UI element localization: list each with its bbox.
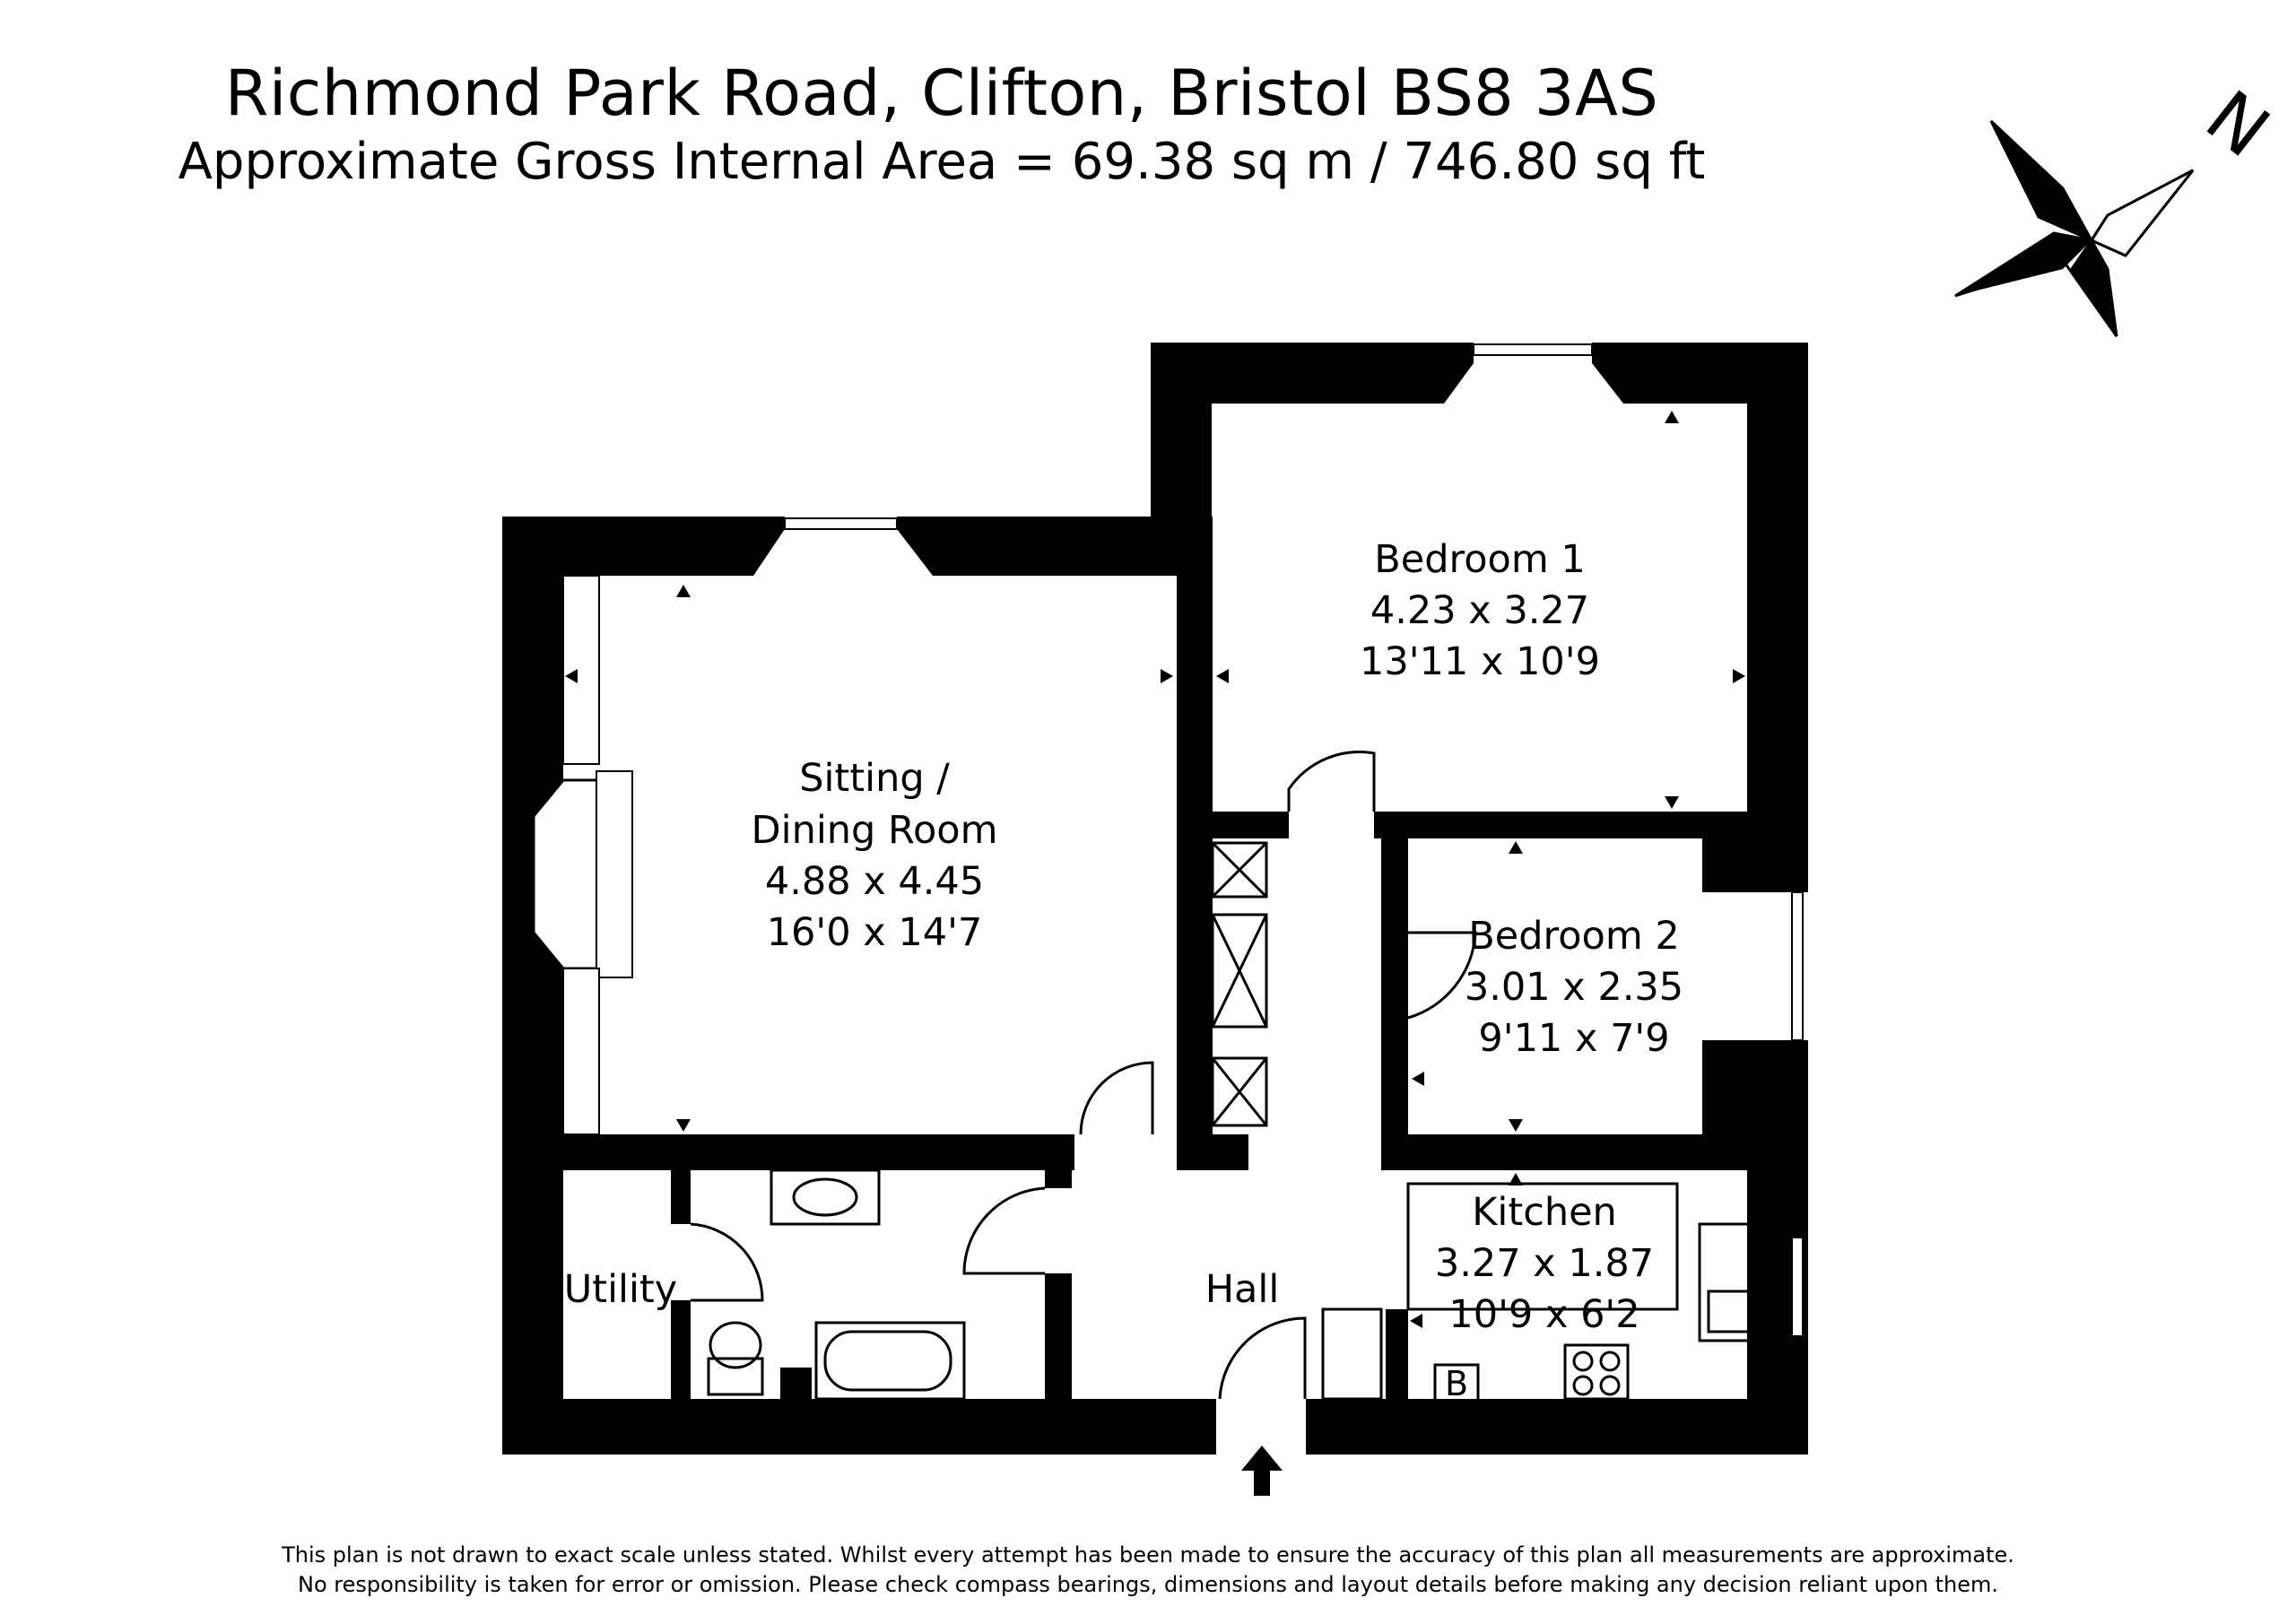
- windows: [532, 343, 1808, 1337]
- boiler-label: B: [1445, 1364, 1468, 1403]
- cupboard-2: [1211, 913, 1268, 1029]
- sink-icon: [1698, 1222, 1769, 1342]
- sitting-name-line1: Sitting /: [799, 756, 950, 801]
- plan-header: Richmond Park Road, Clifton, Bristol BS8…: [0, 56, 1883, 194]
- kitchen-metric: 3.27 x 1.87: [1435, 1241, 1654, 1286]
- north-label: N: [2191, 74, 2284, 173]
- hall-name: Hall: [1205, 1267, 1280, 1312]
- gross-internal-area: Approximate Gross Internal Area = 69.38 …: [178, 133, 1706, 191]
- sitting-name-line2: Dining Room: [752, 808, 998, 853]
- basin-bowl: [792, 1177, 858, 1217]
- property-address: Richmond Park Road, Clifton, Bristol BS8…: [224, 56, 1659, 130]
- counter-unit: [1321, 1307, 1383, 1401]
- compass-rose-icon: N: [1954, 74, 2284, 337]
- basin-icon: [770, 1168, 881, 1226]
- bedroom2-imperial: 9'11 x 7'9: [1478, 1016, 1669, 1061]
- hob-icon: [1563, 1343, 1630, 1401]
- utility-name: Utility: [564, 1267, 677, 1312]
- door-bathroom: [962, 1186, 1046, 1275]
- bedroom2-metric: 3.01 x 2.35: [1465, 965, 1683, 1010]
- door-bedroom1: [1287, 751, 1376, 812]
- disclaimer-line1: This plan is not drawn to exact scale un…: [282, 1542, 2014, 1568]
- dimension-markers: [565, 411, 1745, 1328]
- entrance-arrow-icon: [1241, 1446, 1283, 1496]
- bedroom1-imperial: 13'11 x 10'9: [1360, 639, 1600, 684]
- kitchen-imperial: 10'9 x 6'2: [1448, 1292, 1639, 1337]
- boiler-icon: [1433, 1363, 1480, 1403]
- kitchen-name: Kitchen: [1472, 1190, 1617, 1235]
- door-utility: [690, 1222, 764, 1302]
- door-sitting: [1079, 1061, 1154, 1135]
- bedroom1-name: Bedroom 1: [1374, 537, 1586, 582]
- kitchen-counter: [1406, 1182, 1679, 1311]
- cupboard-1: [1211, 841, 1268, 899]
- walls: [502, 343, 1808, 1455]
- toilet-cistern: [707, 1357, 764, 1396]
- doors: [690, 751, 1477, 1400]
- cupboard-3: [1211, 1056, 1268, 1127]
- sitting-imperial: 16'0 x 14'7: [767, 910, 983, 955]
- door-bedroom2: [1407, 931, 1477, 1020]
- bath-icon: [814, 1321, 966, 1401]
- bedroom2-name: Bedroom 2: [1468, 914, 1680, 959]
- sitting-metric: 4.88 x 4.45: [765, 859, 984, 904]
- door-entrance: [1218, 1316, 1307, 1400]
- disclaimer-line2: No responsibility is taken for error or …: [297, 1572, 1998, 1597]
- toilet-icon: [709, 1321, 762, 1369]
- bedroom1-metric: 4.23 x 3.27: [1370, 588, 1589, 633]
